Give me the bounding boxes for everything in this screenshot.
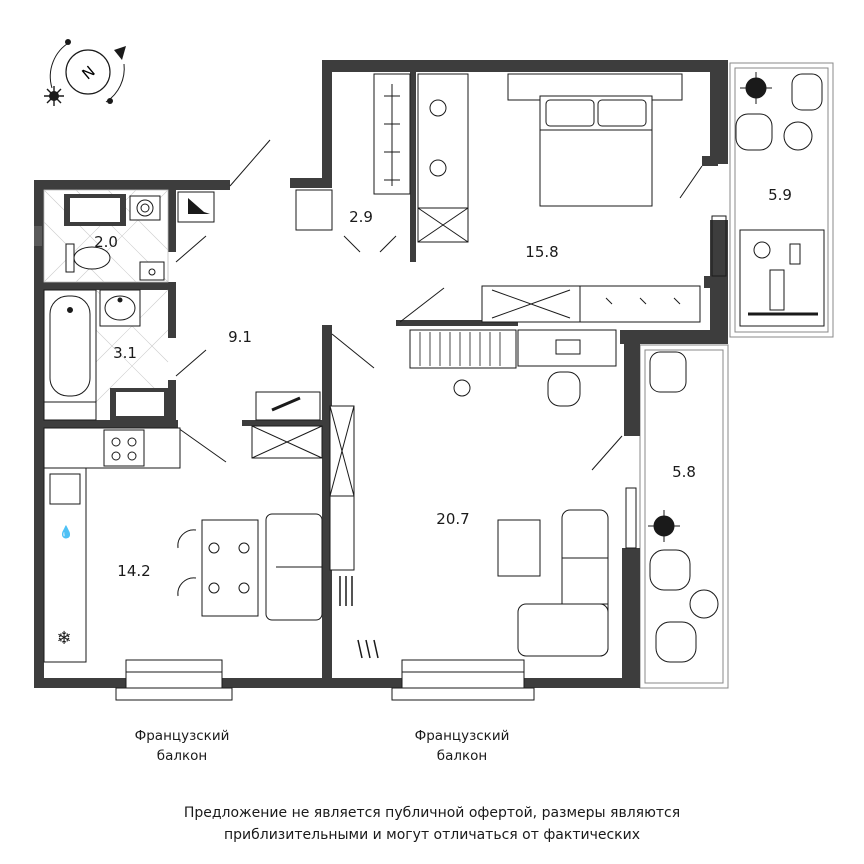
balcony-top (735, 72, 825, 327)
bathtub-icon (43, 289, 97, 403)
room-area-balcony-top: 5.9 (768, 186, 792, 204)
room-area-living-room: 20.7 (436, 510, 469, 528)
plant-icon (740, 72, 772, 104)
bed-icon (507, 73, 683, 207)
round-table-right-icon (689, 589, 719, 619)
room-area-bathroom-small: 2.0 (94, 233, 118, 251)
kitchen: 💧 ❄ (43, 427, 323, 663)
corner-sofa-icon (517, 509, 609, 657)
coffee-table-icon (497, 519, 541, 577)
closet (295, 73, 411, 231)
armchair-right-icon-2 (649, 549, 691, 591)
caption-right-balcony: Французский балкон (390, 726, 534, 766)
balcony-right (648, 351, 719, 663)
room-area-balcony-right: 5.8 (672, 463, 696, 481)
armchair-right-icon-3 (655, 621, 697, 663)
caption-left-line-2: балкон (156, 748, 208, 764)
compass-letter: N (79, 62, 99, 83)
room-area-bathroom: 3.1 (113, 344, 137, 362)
hallway (251, 391, 355, 571)
living-room (339, 329, 617, 659)
room-area-bedroom: 15.8 (525, 243, 558, 261)
comb-icon (271, 396, 301, 412)
kitchen-sink-icon (49, 473, 81, 505)
plant-right-icon (648, 510, 680, 542)
balcony-top-outline (729, 62, 834, 338)
doors (175, 139, 703, 471)
radiator-icon (339, 576, 379, 659)
armchair-right-icon (649, 351, 687, 393)
wardrobe-icon (481, 285, 701, 323)
sofa-kitchen-icon (265, 513, 323, 621)
sink-small-icon (139, 261, 165, 281)
stove-icon (103, 429, 145, 467)
window-right (391, 659, 535, 701)
caption-left-balcony: Французский балкон (110, 726, 254, 766)
round-table-icon (783, 121, 813, 151)
disclaimer-line-1: Предложение не является публичной оферто… (183, 805, 681, 821)
shoe-icon (177, 191, 215, 223)
room-area-closet: 2.9 (349, 208, 373, 226)
window-left (115, 659, 233, 701)
armchair-icon-2 (735, 113, 773, 151)
bathroom-small (43, 189, 169, 283)
caption-left-line-1: Французский (134, 728, 230, 744)
bedroom (417, 73, 701, 323)
balcony-right-outline (639, 344, 729, 689)
walls (34, 60, 728, 688)
exercise-bike-icon (739, 229, 825, 327)
hanger-icons (384, 95, 400, 181)
fridge-snowflake-icon: ❄ (56, 628, 71, 649)
drop-icon: 💧 (59, 525, 74, 539)
kids-shelf-icon (417, 73, 469, 243)
bathroom (43, 289, 170, 421)
room-area-kitchen: 14.2 (117, 562, 150, 580)
sink-icon (99, 289, 141, 327)
desk-icon (517, 329, 617, 407)
dining-table-icon (177, 519, 259, 617)
disclaimer-line-2: приблизительными и могут отличаться от ф… (223, 827, 640, 843)
window-bedroom-balcony (625, 215, 727, 549)
compass-icon: N (44, 39, 126, 106)
washing-machine-icon (136, 199, 154, 217)
disclaimer: Предложение не является публичной оферто… (80, 802, 784, 846)
armchair-icon (791, 73, 823, 111)
caption-right-line-1: Французский (414, 728, 510, 744)
piano-icon (409, 329, 517, 397)
sun-icon (44, 86, 64, 106)
caption-right-line-2: балкон (436, 748, 488, 764)
room-area-hallway: 9.1 (228, 328, 252, 346)
toilet-icon (65, 243, 111, 273)
